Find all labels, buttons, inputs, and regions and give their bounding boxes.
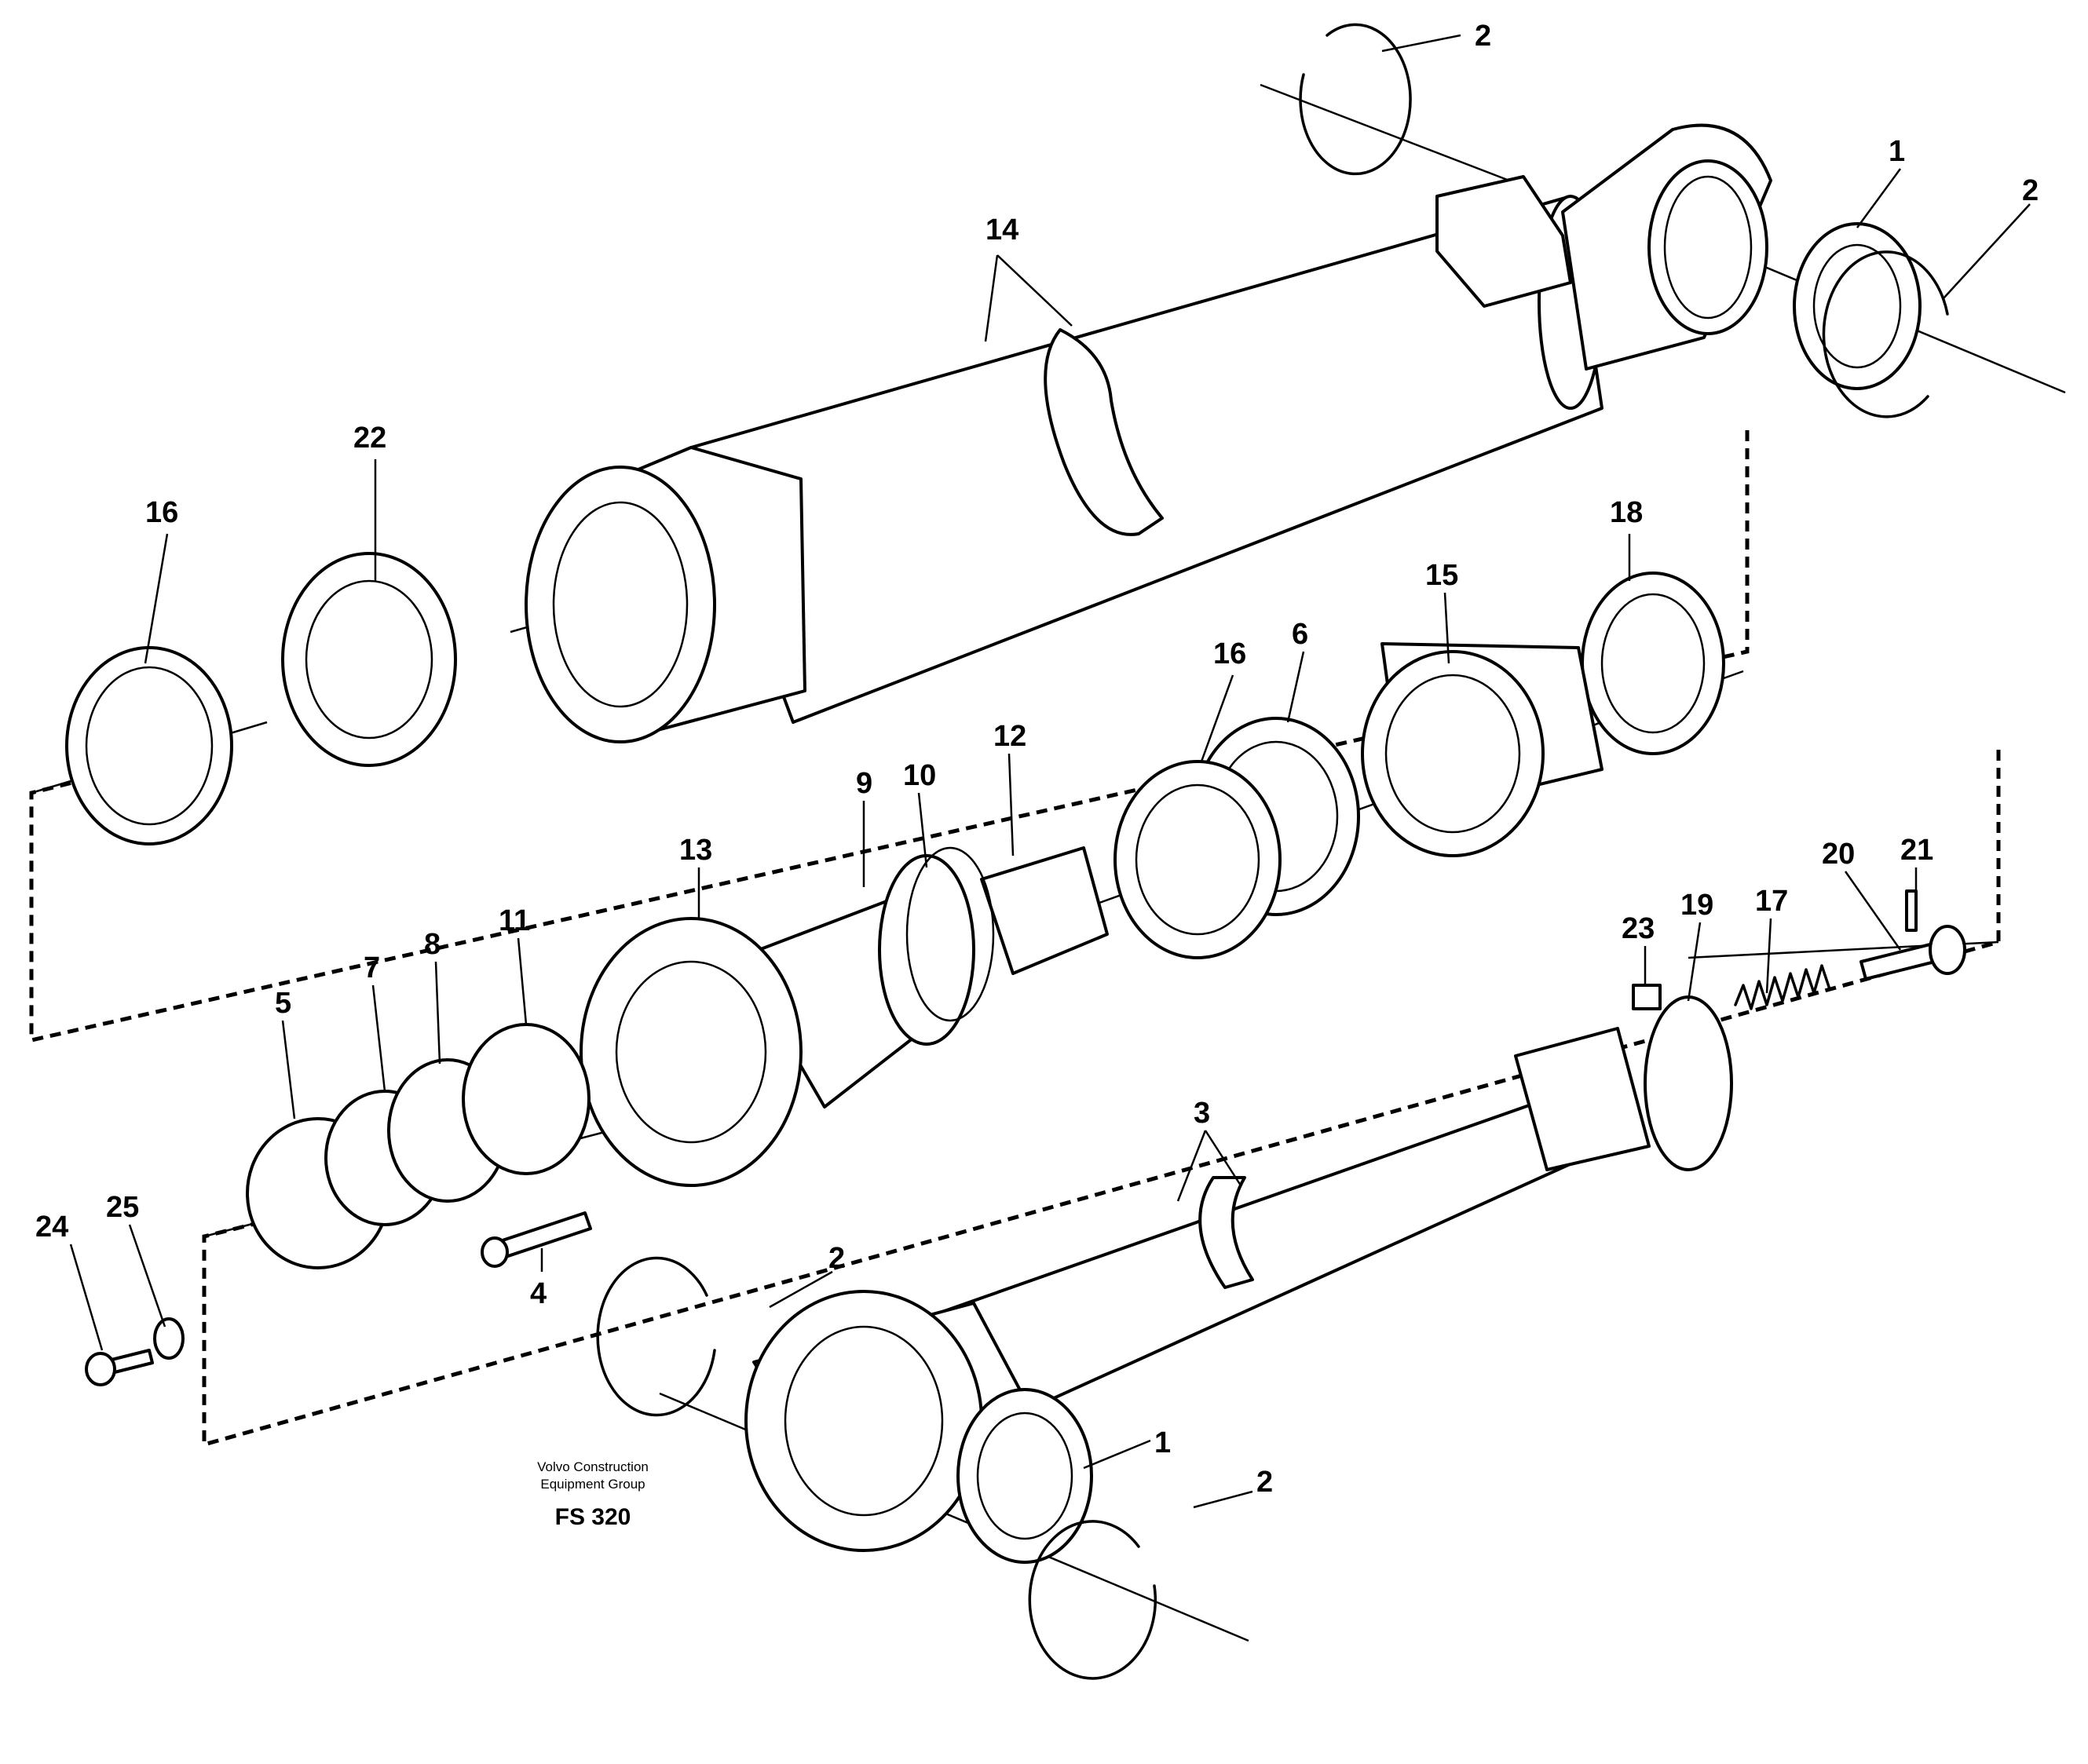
circlip-right [1822,250,1949,418]
part-16-left-ring [65,646,233,845]
callout-17: 17 [1755,885,1788,918]
callout-2-bottom-left: 2 [828,1242,845,1275]
callout-3: 3 [1194,1097,1210,1130]
callout-16-mid: 16 [1213,637,1246,670]
footer-caption: Volvo Construction Equipment Group FS 32… [487,1459,699,1531]
part-9-10-rings [878,846,995,1046]
part-13-piston [580,893,967,1187]
part-1-bearing-bottom [956,1388,1093,1564]
callout-22: 22 [353,422,386,455]
callout-10: 10 [903,759,936,792]
circlip-bottom-left [596,1256,716,1417]
callout-6: 6 [1292,618,1308,651]
part-1-bearing-top [1793,222,1922,390]
callout-11: 11 [499,904,530,937]
circlip-bottom [1028,1520,1157,1680]
leader-lines [69,34,2031,1509]
callout-1-right: 1 [1889,135,1905,168]
callout-8: 8 [424,928,441,961]
footer-line-1: Volvo Construction [537,1459,649,1474]
callout-20: 20 [1822,838,1855,871]
callout-19: 19 [1680,889,1713,922]
callout-5: 5 [275,987,291,1020]
callout-2-right: 2 [2022,174,2039,207]
part-21-small-pin [1905,889,1918,932]
part-22-guide-ring [281,552,457,767]
callout-25: 25 [106,1191,139,1224]
part-19-ring [1644,995,1733,1171]
circlip-top [1299,23,1412,176]
cylinder-barrel [525,123,1772,743]
callout-18: 18 [1610,496,1643,529]
callout-23: 23 [1622,912,1655,945]
dashed-group-bracket-upper [29,430,1750,1043]
callout-2-top: 2 [1475,20,1491,53]
callout-labels: 2 1 2 14 22 16 18 15 16 6 12 10 9 13 11 … [35,20,2039,1499]
callout-16-left: 16 [145,496,178,529]
part-23-plug [1632,984,1662,1010]
part-24-screw [85,1349,154,1386]
callout-1-bottom: 1 [1154,1426,1171,1459]
part-5-7-8-11-seals [246,1023,591,1269]
part-17-spring [1734,964,1831,1010]
footer-line-2: Equipment Group [540,1477,645,1492]
callout-24: 24 [35,1211,68,1244]
part-20-pin [1859,925,1966,981]
callout-13: 13 [679,834,712,867]
footer-code: FS 320 [554,1504,631,1530]
part-4-bolt [481,1211,592,1268]
part-25-washer [153,1317,185,1360]
callout-7: 7 [364,951,380,984]
dashed-group-bracket-lower [202,750,2001,1448]
callout-21: 21 [1900,834,1933,867]
callout-14: 14 [985,214,1018,247]
callout-12: 12 [993,720,1026,753]
part-15-bellows [1361,642,1603,857]
callout-15: 15 [1425,559,1458,592]
callout-9: 9 [856,767,872,800]
callout-4: 4 [530,1277,547,1310]
part-3-piston-rod [744,1027,1651,1552]
part-18-ring [1581,572,1725,755]
part-16-mid-ring [1113,760,1282,959]
callout-2-bottom: 2 [1256,1466,1273,1499]
part-12-sleeve [980,846,1109,975]
